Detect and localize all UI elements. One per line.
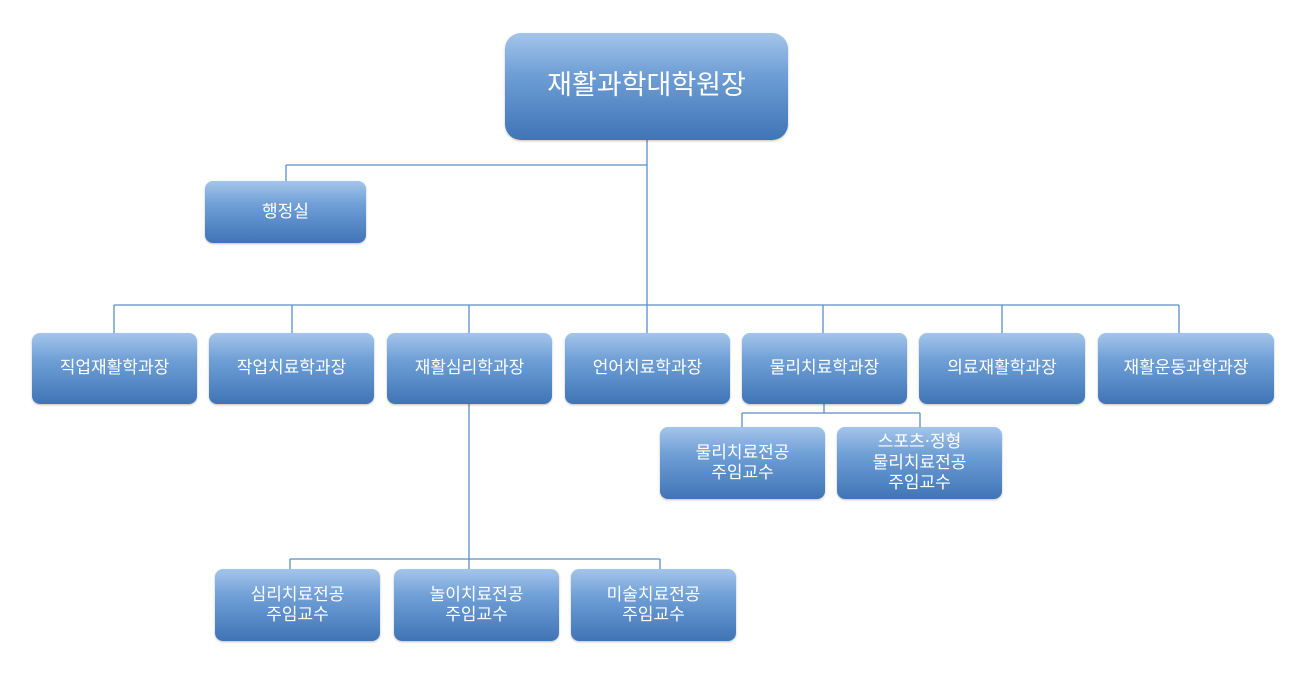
node-sports-ortho-pt-major: 스포츠·정형 물리치료전공 주임교수 [837,427,1002,499]
node-pt-major: 물리치료전공 주임교수 [660,427,825,499]
root-node-dean: 재활과학대학원장 [505,33,788,140]
node-dept-physical-therapy: 물리치료학과장 [742,333,907,404]
node-dept-occupational-therapy: 작업치료학과장 [209,333,374,404]
node-dept-rehab-exercise-science: 재활운동과학과장 [1098,333,1274,404]
node-admin-office: 행정실 [205,181,366,243]
node-dept-medical-rehab: 의료재활학과장 [919,333,1085,404]
node-psychotherapy-major: 심리치료전공 주임교수 [215,569,380,641]
node-art-therapy-major: 미술치료전공 주임교수 [571,569,736,641]
node-dept-rehab-psychology: 재활심리학과장 [387,333,552,404]
node-dept-speech-therapy: 언어치료학과장 [565,333,730,404]
node-dept-vocational-rehab: 직업재활학과장 [32,333,197,404]
node-play-therapy-major: 놀이치료전공 주임교수 [394,569,559,641]
